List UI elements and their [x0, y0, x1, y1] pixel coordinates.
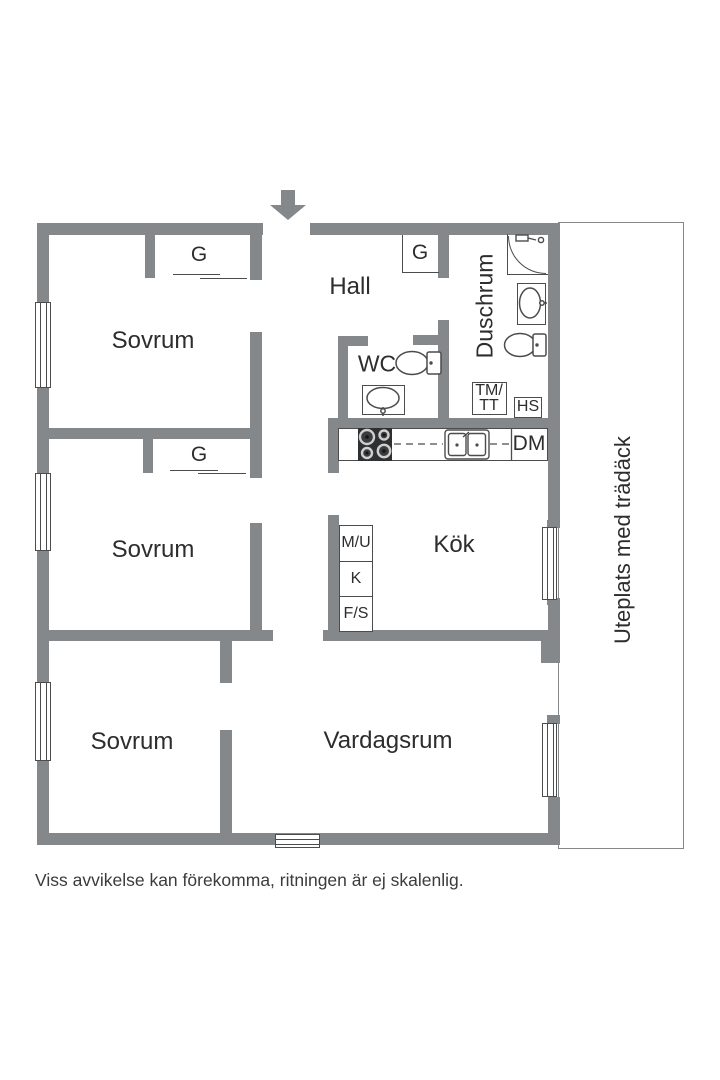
- entrance-arrow-icon: [270, 205, 306, 220]
- room-label-kok: Kök: [433, 531, 475, 558]
- disclaimer-text: Viss avvikelse kan förekomma, ritningen …: [35, 870, 464, 890]
- wall-top-right: [310, 223, 560, 235]
- room-label-wc: WC: [357, 350, 397, 377]
- window-kitchen: [542, 527, 557, 600]
- wall-sovrum3-right-stub: [220, 641, 232, 683]
- shower-tray: [507, 234, 548, 275]
- closet-label-g: G: [190, 243, 208, 266]
- window-vardagsrum: [542, 723, 557, 797]
- wall-wc-left: [338, 336, 348, 418]
- closet-door-sovrum1: [173, 274, 220, 275]
- washer-label-line1: TM/: [475, 382, 503, 399]
- patio-boundary: [558, 222, 684, 849]
- room-label-sovrum2: Sovrum: [111, 536, 195, 563]
- window-sovrum1: [35, 302, 51, 388]
- window-cap: [547, 520, 560, 528]
- window-sovrum3: [35, 682, 51, 761]
- wall-kitchen-top: [328, 418, 560, 428]
- closet-wall-sovrum1: [145, 235, 155, 278]
- duschrum-washbasin-box: [517, 283, 546, 325]
- wall-top-left: [37, 223, 263, 235]
- window-sovrum2: [35, 473, 51, 551]
- room-label-sovrum1: Sovrum: [111, 327, 195, 354]
- room-label-sovrum3: Sovrum: [90, 728, 174, 755]
- room-label-hall: Hall: [329, 273, 371, 300]
- freezer-label: F/S: [343, 605, 369, 622]
- wall-duschrum-left-top: [438, 223, 449, 278]
- appliance-divider: [339, 596, 373, 597]
- toilet-icon: [503, 332, 547, 358]
- wall-kitchen-left-stub-top: [328, 418, 339, 473]
- wall-right-upper: [548, 223, 560, 527]
- closet-door-sovrum2: [170, 469, 218, 471]
- wall-right-lower: [548, 797, 560, 845]
- micro-oven-label: M/U: [341, 534, 371, 551]
- window-cap: [547, 715, 560, 724]
- window-bottom: [275, 834, 320, 848]
- entrance-arrow-icon: [281, 190, 295, 206]
- wall-right-endcap: [541, 641, 560, 663]
- patio-label: Uteplats med trädäck: [610, 436, 635, 644]
- room-label-vardagsrum: Vardagsrum: [323, 727, 453, 754]
- appliance-column: [339, 525, 373, 632]
- wall-hall-left-low: [250, 523, 262, 630]
- washer-label: TM/TT: [475, 382, 503, 414]
- closet-door-sovrum1: [200, 277, 247, 279]
- dishwasher-label: DM: [512, 432, 546, 455]
- wall-sovrum3-right: [220, 730, 232, 833]
- closet-wall-sovrum2: [143, 439, 153, 473]
- wall-kitchen-bottom: [323, 630, 548, 641]
- room-label-duschrum: Duschrum: [471, 253, 498, 359]
- wall-wc-top-right: [413, 335, 440, 345]
- stove-icon: [358, 428, 392, 461]
- washer-label-line2: TT: [479, 397, 499, 414]
- wall-wc-top-left: [348, 336, 368, 346]
- wall-hall-left-mid: [250, 332, 262, 478]
- closet-label-g: G: [190, 443, 208, 466]
- wall-duschrum-left: [438, 320, 449, 418]
- washer-box: [472, 382, 507, 415]
- wc-washbasin-box: [362, 385, 405, 415]
- closet-door-sovrum2: [198, 473, 246, 474]
- hs-box: [514, 397, 542, 418]
- wall-sovrum2-bottom: [37, 630, 273, 641]
- window-cap: [547, 598, 560, 605]
- wall-kitchen-left-stub-low: [328, 515, 339, 632]
- wall-sovrum1-bottom: [37, 428, 262, 439]
- hs-label: HS: [516, 398, 540, 415]
- appliance-divider: [339, 561, 373, 562]
- fridge-label: K: [350, 570, 362, 587]
- closet-box-hall: [402, 235, 439, 273]
- closet-label-g: G: [411, 241, 429, 264]
- wall-hall-left-top: [250, 223, 262, 280]
- toilet-icon: [395, 350, 442, 376]
